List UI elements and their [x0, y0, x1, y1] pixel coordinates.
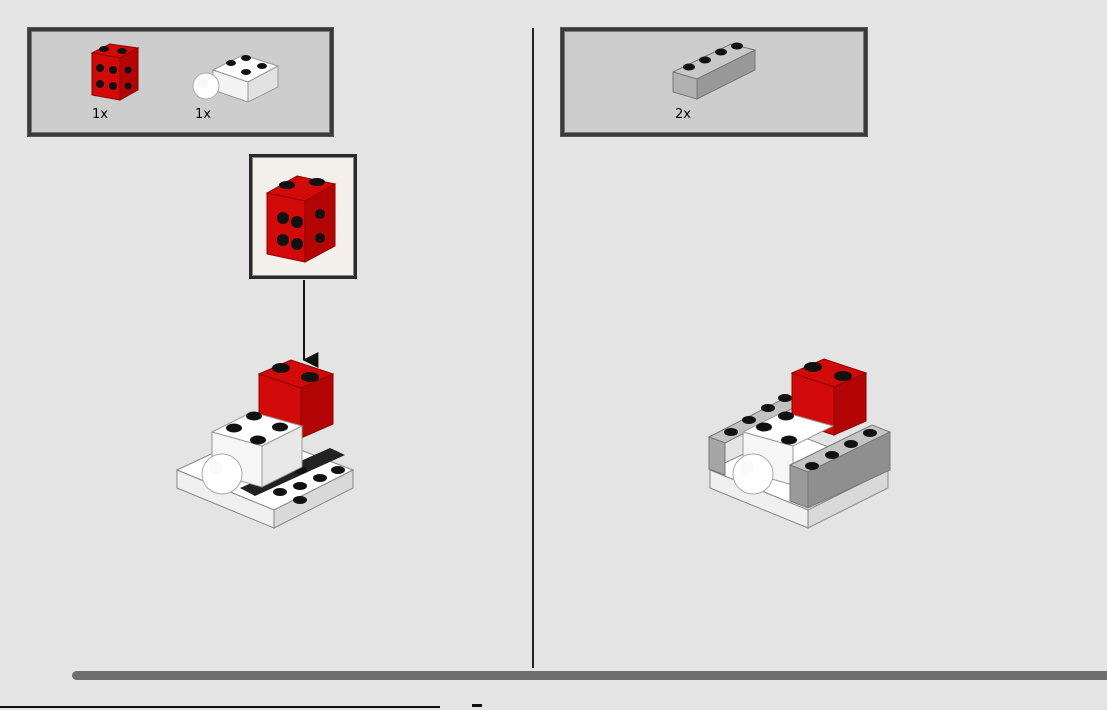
bottom-mark: [472, 704, 482, 707]
right-model-assembly: [709, 359, 890, 528]
bottom-strip: [0, 706, 440, 708]
progress-bar: [72, 671, 1107, 680]
step-divider: [532, 28, 534, 668]
gray-1x4-brick-icon: [673, 43, 755, 100]
callout-red-brick-icon: [267, 176, 335, 262]
white-light-brick-icon: [193, 55, 278, 102]
red-side-stud-brick-icon: [92, 44, 138, 100]
left-model-assembly: [177, 360, 353, 528]
